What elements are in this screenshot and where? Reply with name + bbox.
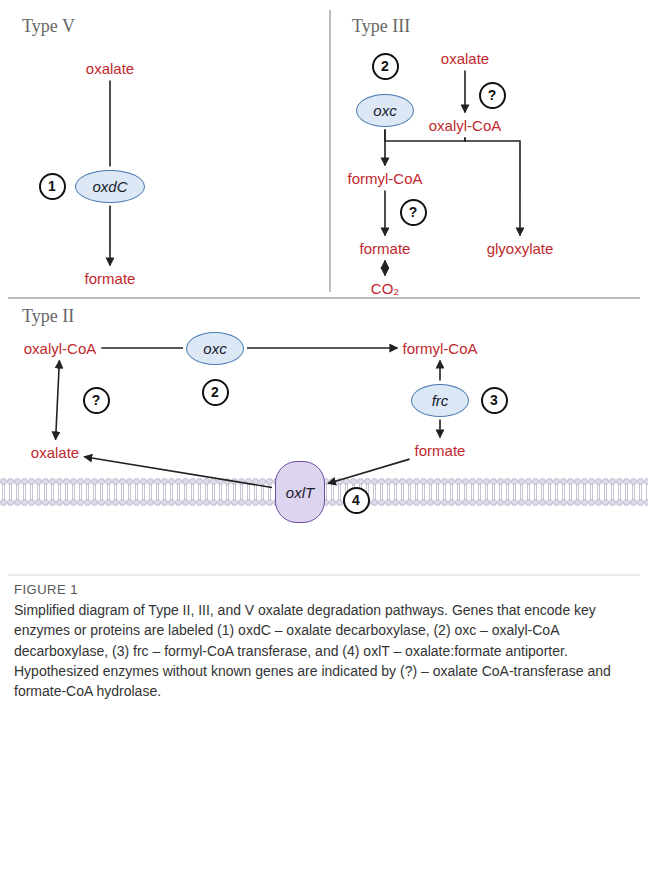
node-text: oxc	[203, 340, 226, 357]
reaction-arrow	[109, 81, 111, 167]
node-text: ?	[409, 204, 418, 220]
compound-label: formate	[413, 441, 468, 460]
reaction-arrow	[384, 191, 386, 236]
reaction-arrow	[439, 420, 441, 438]
reaction-arrow	[384, 261, 386, 276]
transporter-protein: oxlT	[275, 461, 325, 523]
node-text: 1	[48, 178, 56, 194]
reaction-arrow	[247, 347, 397, 349]
reaction-arrow	[101, 347, 183, 349]
node-text: 2	[211, 384, 219, 400]
compound-label: oxalate	[84, 59, 136, 78]
compound-label: formyl-CoA	[400, 339, 479, 358]
compound-label: oxalate	[29, 443, 81, 462]
node-text: formate	[85, 270, 136, 287]
node-text: oxc	[373, 102, 396, 119]
reaction-arrow	[84, 457, 272, 488]
panel-title: Type III	[352, 16, 410, 37]
callout-circle: ?	[83, 387, 110, 414]
panel-divider	[329, 10, 331, 292]
node-text: oxlT	[286, 484, 314, 501]
node-text: oxalyl-CoA	[429, 117, 502, 134]
panel-divider	[8, 297, 640, 299]
figure-number: FIGURE 1	[14, 582, 78, 597]
callout-circle: 2	[202, 379, 229, 406]
reaction-arrow	[109, 206, 111, 266]
panel-title: Type II	[22, 306, 74, 327]
gene-ellipse: oxc	[356, 94, 414, 127]
panel-title: Type V	[22, 16, 75, 37]
callout-circle: 3	[481, 387, 508, 414]
node-text: formyl-CoA	[347, 170, 422, 187]
node-text: ?	[488, 87, 497, 103]
compound-label: oxalate	[439, 49, 491, 68]
node-text: 3	[490, 392, 498, 408]
compound-label: oxalyl-CoA	[427, 116, 504, 135]
node-text: oxdC	[92, 178, 127, 195]
node-text: 2	[381, 58, 389, 74]
node-text: 4	[352, 492, 360, 508]
callout-circle: ?	[479, 82, 506, 109]
gene-ellipse: frc	[411, 384, 469, 417]
node-text: frc	[432, 392, 449, 409]
compound-label: formate	[358, 239, 413, 258]
gene-ellipse: oxdC	[75, 170, 144, 203]
figure-caption: Simplified diagram of Type II, III, and …	[14, 600, 630, 701]
compound-label: glyoxylate	[485, 239, 556, 258]
node-text: CO₂	[371, 280, 399, 297]
node-text: oxalate	[441, 50, 489, 67]
compound-label: formyl-CoA	[345, 169, 424, 188]
callout-circle: 1	[39, 173, 66, 200]
callout-circle: 4	[343, 487, 370, 514]
reaction-arrow	[384, 130, 386, 166]
node-text: formate	[415, 442, 466, 459]
node-text: ?	[92, 392, 101, 408]
compound-label: formate	[83, 269, 138, 288]
compound-label: CO₂	[369, 279, 401, 298]
node-text: oxalyl-CoA	[24, 340, 97, 357]
reaction-arrow	[465, 138, 520, 236]
node-text: formate	[360, 240, 411, 257]
node-text: formyl-CoA	[402, 340, 477, 357]
figure-rule	[8, 575, 640, 576]
node-text: oxalate	[31, 444, 79, 461]
compound-label: oxalyl-CoA	[22, 339, 99, 358]
gene-ellipse: oxc	[186, 332, 244, 365]
reaction-arrow	[56, 361, 60, 440]
callout-circle: ?	[400, 199, 427, 226]
reaction-arrow	[439, 361, 441, 381]
node-text: glyoxylate	[487, 240, 554, 257]
reaction-arrow	[328, 459, 410, 483]
node-text: oxalate	[86, 60, 134, 77]
reaction-arrow	[464, 71, 466, 113]
callout-circle: 2	[372, 53, 399, 80]
